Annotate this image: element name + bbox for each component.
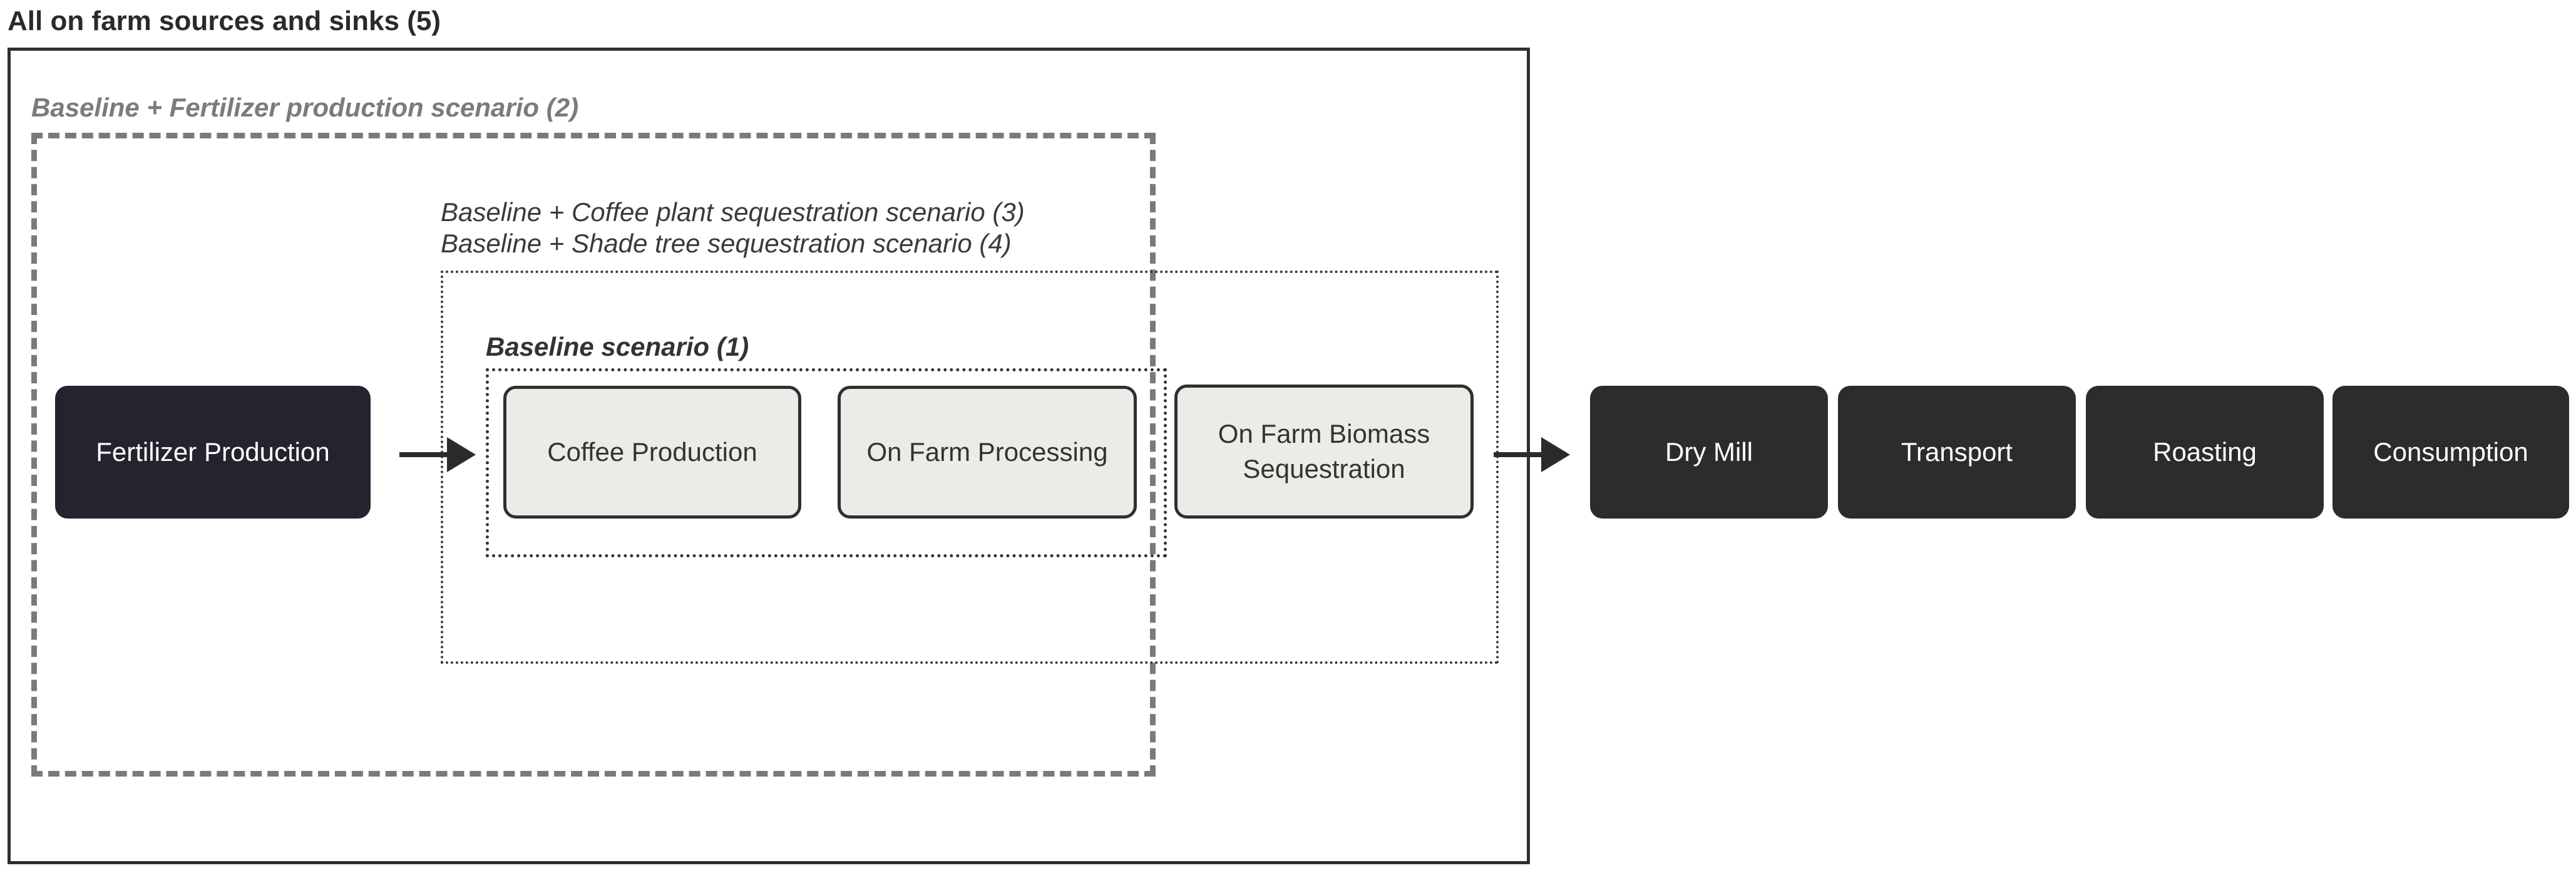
node-biomass-label-line1: On Farm Biomass [1218,419,1430,448]
node-fertilizer-production: Fertilizer Production [55,386,371,519]
node-on-farm-processing-label: On Farm Processing [866,437,1108,467]
node-dry-mill: Dry Mill [1590,386,1828,519]
node-dry-mill-label: Dry Mill [1665,437,1753,467]
node-coffee-production-label: Coffee Production [547,437,757,467]
node-on-farm-biomass-sequestration: On Farm Biomass Sequestration [1174,385,1474,519]
arrow-fertilizer-to-baseline [399,437,476,472]
node-transport-label: Transport [1901,437,2013,467]
scope-coffee-plant-label: Baseline + Coffee plant sequestration sc… [441,197,1025,227]
node-consumption: Consumption [2332,386,2569,519]
node-consumption-label: Consumption [2373,437,2528,467]
node-on-farm-processing: On Farm Processing [838,386,1137,519]
node-coffee-production: Coffee Production [503,386,801,519]
node-fertilizer-production-label: Fertilizer Production [96,437,330,467]
node-roasting-label: Roasting [2153,437,2257,467]
scope-fertilizer-title: Baseline + Fertilizer production scenari… [31,93,579,122]
scope-baseline-title: Baseline scenario (1) [486,332,749,361]
scope-sequestration-frame [441,271,1499,664]
node-biomass-label-line2: Sequestration [1243,454,1405,483]
scope-sequestration-title: Baseline + Coffee plant sequestration sc… [441,197,1025,259]
scope-baseline-frame [486,368,1167,557]
node-transport: Transport [1838,386,2076,519]
scope-shade-tree-label: Baseline + Shade tree sequestration scen… [441,229,1012,258]
scope-fertilizer-frame [31,133,1156,777]
arrow-farm-to-dry-mill [1494,437,1570,472]
scope-all-title: All on farm sources and sinks (5) [8,6,441,36]
node-roasting: Roasting [2086,386,2324,519]
